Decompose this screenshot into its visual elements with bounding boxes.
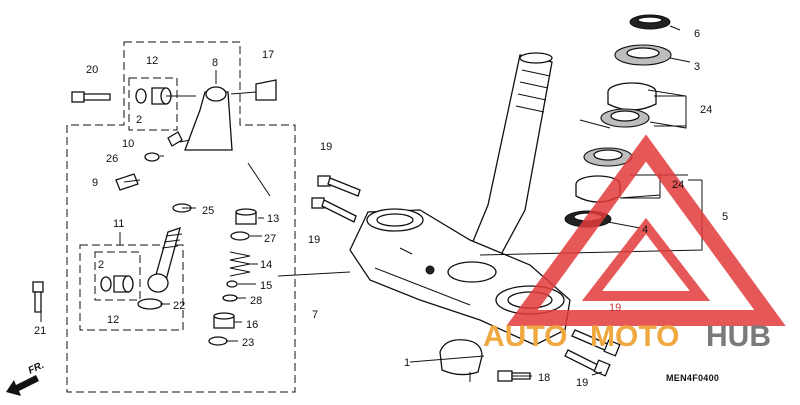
callout-17: 17 bbox=[262, 49, 274, 61]
bearing-race-24-top-hole bbox=[610, 110, 640, 122]
frame-12-top bbox=[128, 77, 178, 131]
bolt-18-head bbox=[497, 370, 513, 382]
washer-22 bbox=[137, 298, 163, 310]
front-arrow-icon bbox=[6, 375, 39, 396]
callouts: 1 2 2 3 4 5 6 7 8 9 10 11 12 12 13 14 15… bbox=[34, 28, 728, 389]
callout-24a: 24 bbox=[700, 104, 712, 116]
collar-12-top bbox=[135, 88, 147, 104]
callout-26: 26 bbox=[106, 153, 118, 165]
callout-19c: 19 bbox=[576, 377, 588, 389]
watermark-moto: MOTO bbox=[590, 320, 679, 353]
callout-22: 22 bbox=[173, 300, 185, 312]
watermark-number: 19 bbox=[609, 302, 621, 314]
callout-9: 9 bbox=[92, 177, 98, 189]
clip-28 bbox=[222, 294, 238, 302]
watermark-hub: HUB bbox=[706, 320, 771, 353]
clamp-part-1 bbox=[439, 339, 483, 376]
bolt-19-left-a-shaft bbox=[327, 177, 361, 197]
callout-21: 21 bbox=[34, 325, 46, 337]
steering-stem bbox=[461, 52, 553, 276]
dust-seal-3-hole bbox=[626, 47, 660, 59]
lock-nut-6-hole bbox=[637, 16, 663, 24]
bolt-21-head bbox=[32, 281, 44, 293]
bolt-20-shaft bbox=[83, 93, 111, 101]
group-frames bbox=[66, 41, 296, 393]
bridge-left-hole bbox=[376, 213, 414, 227]
bushing-12-bottom-end bbox=[122, 275, 134, 293]
watermark-auto: AUTO bbox=[483, 320, 567, 353]
bolts-19-right bbox=[564, 329, 621, 377]
callout-19a: 19 bbox=[320, 141, 332, 153]
front-direction-indicator: FR. bbox=[6, 360, 46, 396]
front-label: FR. bbox=[27, 360, 46, 377]
cap-13-top bbox=[235, 208, 257, 216]
callout-25: 25 bbox=[202, 205, 214, 217]
clamp-body bbox=[439, 339, 483, 376]
callout-11: 11 bbox=[113, 218, 124, 230]
collar-12-bottom bbox=[100, 276, 112, 292]
callout-14: 14 bbox=[260, 259, 272, 271]
bolt-19-right-b-shaft bbox=[564, 349, 599, 372]
fitting-10 bbox=[167, 131, 183, 147]
callout-5: 5 bbox=[722, 211, 728, 223]
callout-16: 16 bbox=[246, 319, 258, 331]
damper-body-8 bbox=[184, 91, 233, 151]
left-group bbox=[32, 79, 277, 346]
washer-23 bbox=[208, 336, 228, 346]
callout-6: 6 bbox=[694, 28, 700, 40]
rod-11-eye bbox=[147, 273, 169, 293]
oring-26 bbox=[144, 152, 160, 162]
bearing-24-top-body bbox=[607, 92, 657, 111]
bolt-19-left-b-shaft bbox=[321, 199, 357, 223]
callout-2a: 2 bbox=[136, 114, 142, 126]
frame-11 bbox=[79, 244, 184, 331]
stem-thread bbox=[515, 69, 551, 113]
callout-8: 8 bbox=[212, 57, 218, 69]
bridge-details bbox=[374, 247, 471, 306]
bolt-21-shaft bbox=[34, 291, 42, 313]
callout-4: 4 bbox=[642, 224, 648, 236]
watermark-logo bbox=[506, 134, 786, 326]
watermark-triangle-outer bbox=[506, 134, 786, 326]
stem-top bbox=[519, 52, 553, 64]
rod-11-thread bbox=[161, 233, 183, 249]
callout-2b: 2 bbox=[98, 259, 104, 271]
frame-12-bottom bbox=[94, 251, 141, 301]
callout-10: 10 bbox=[122, 138, 134, 150]
callout-7: 7 bbox=[312, 309, 318, 321]
bolts-19-left bbox=[311, 175, 361, 223]
callout-12a: 12 bbox=[146, 55, 158, 67]
callout-20: 20 bbox=[86, 64, 98, 76]
bearing-race-24-bottom-hole bbox=[593, 149, 623, 161]
oring-27 bbox=[230, 231, 250, 241]
bolt-20-head bbox=[71, 91, 85, 103]
watermark-text: 19 AUTO MOTO HUB bbox=[483, 302, 771, 353]
callout-27: 27 bbox=[264, 233, 276, 245]
bridge-stem-boss bbox=[447, 261, 497, 283]
frame-7 bbox=[66, 41, 296, 393]
damper-body-8-eye bbox=[205, 86, 227, 102]
callout-19b: 19 bbox=[308, 234, 320, 246]
valve-15 bbox=[226, 280, 238, 288]
bolt-19-right-a-head bbox=[603, 339, 621, 357]
diagram-code: MEN4F0400 bbox=[666, 373, 719, 383]
callout-18: 18 bbox=[538, 372, 550, 384]
cap-17 bbox=[255, 79, 277, 101]
callout-13: 13 bbox=[267, 213, 279, 225]
leaders bbox=[40, 25, 703, 382]
watermark-triangle-inner bbox=[581, 217, 711, 301]
callout-1: 1 bbox=[404, 357, 410, 369]
callout-12b: 12 bbox=[107, 314, 119, 326]
callout-28: 28 bbox=[250, 295, 262, 307]
bridge-bolt-hole bbox=[425, 265, 435, 275]
callout-3: 3 bbox=[694, 61, 700, 73]
callout-24b: 24 bbox=[672, 179, 684, 191]
callout-15: 15 bbox=[260, 280, 272, 292]
callout-23: 23 bbox=[242, 337, 254, 349]
spring-14 bbox=[229, 251, 251, 277]
bolt-19-right-b-head bbox=[593, 359, 611, 377]
nut-16-top bbox=[213, 312, 235, 320]
